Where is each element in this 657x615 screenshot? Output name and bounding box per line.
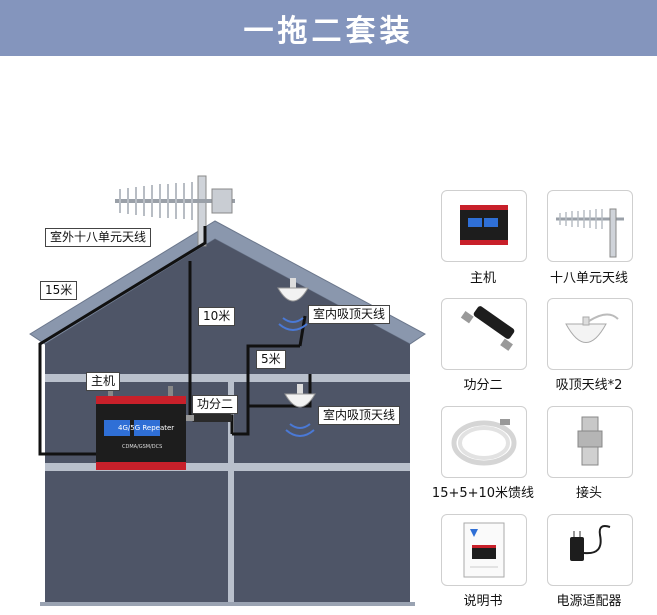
device-sub: CDMA/GSM/DCS [122, 444, 163, 450]
ceiling-antenna-2-icon [284, 384, 316, 437]
component-caption: 吸顶天线*2 [555, 378, 623, 393]
banner: 一拖二套装 [0, 0, 657, 56]
component-caption: 功分二 [463, 378, 503, 393]
ceiling-antenna-1-icon [277, 278, 309, 331]
splitter-icon [460, 306, 515, 351]
floor-slab-upper [45, 374, 410, 382]
indoor-antenna-label-2: 室内吸顶天线 [318, 406, 401, 425]
component-card-cable [441, 406, 527, 478]
component-caption: 主机 [469, 271, 496, 286]
splitter-icon [186, 414, 232, 422]
outdoor-yagi-antenna-icon [115, 175, 235, 247]
manual-icon [463, 522, 505, 578]
power-adapter-icon [570, 525, 611, 561]
component-card-manual [441, 514, 527, 586]
house-diagram [29, 175, 426, 606]
repeater-unit-icon [460, 205, 508, 245]
indoor-antenna-label-1: 室内吸顶天线 [308, 305, 391, 324]
component-card-host [441, 190, 527, 262]
cable-15-label: 15米 [40, 281, 78, 300]
coax-cable-icon [451, 419, 517, 466]
ceiling-antenna-icon [565, 313, 619, 343]
component-card-ceiling-antenna [547, 298, 633, 370]
component-caption: 十八单元天线 [549, 271, 628, 286]
cable-10-label: 10米 [198, 307, 236, 326]
banner-title: 一拖二套装 [243, 14, 414, 49]
cable-5-label: 5米 [256, 350, 286, 369]
device-brand: 4G/5G Repeater [118, 424, 175, 432]
component-caption: 接头 [575, 486, 602, 501]
connector-icon [577, 416, 603, 466]
host-label: 主机 [86, 372, 121, 391]
component-caption: 电源适配器 [556, 594, 622, 609]
repeater-device-icon [96, 386, 186, 470]
component-card-splitter [441, 298, 527, 370]
outdoor-antenna-label: 室外十八单元天线 [45, 228, 152, 247]
splitter-label: 功分二 [192, 395, 239, 414]
ground [40, 602, 415, 606]
component-card-antenna [547, 190, 633, 262]
wall-divider [228, 382, 234, 604]
component-caption: 说明书 [463, 594, 503, 609]
yagi-antenna-icon [556, 208, 624, 258]
component-card-connector [547, 406, 633, 478]
component-caption: 15+5+10米馈线 [431, 486, 535, 501]
floor-slab-lower [45, 463, 410, 471]
diagram-area: 4G/5G Repeater CDMA/GSM/DCS 室外十八单元天线 15米… [0, 56, 657, 615]
component-card-adapter [547, 514, 633, 586]
